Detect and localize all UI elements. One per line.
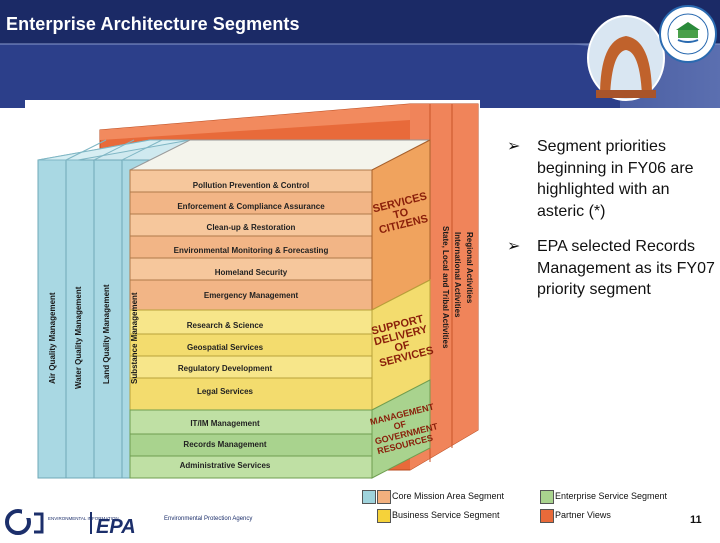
- footer-logo: ENVIRONMENTAL INFORMATION EPA Environmen…: [4, 504, 254, 538]
- legend-swatch-media: [362, 490, 376, 504]
- epa-footer-icon: ENVIRONMENTAL INFORMATION EPA Environmen…: [5, 509, 252, 538]
- segment-emergency-mgmt: Emergency Management: [203, 291, 299, 300]
- segment-env-monitoring: Environmental Monitoring & Forecasting: [173, 246, 329, 255]
- core-rows: [129, 169, 373, 311]
- media-water-quality: Water Quality Management: [74, 286, 83, 389]
- segment-legal: Legal Services: [196, 387, 254, 396]
- business-rows: [129, 309, 373, 411]
- media-air-quality: Air Quality Management: [48, 292, 57, 384]
- enterprise-rows: [129, 409, 373, 479]
- partner-international: International Activities: [453, 232, 462, 318]
- legend-swatch-partner: [540, 509, 554, 523]
- footer-env-info-text: ENVIRONMENTAL INFORMATION: [48, 516, 119, 521]
- legend-partner: Partner Views: [555, 510, 611, 520]
- legend-swatch-enterprise: [540, 490, 554, 504]
- arch-photo-icon: [587, 15, 665, 101]
- segment-itim: IT/IM Management: [190, 419, 260, 428]
- segment-records: Records Management: [183, 440, 267, 449]
- legend-swatch-core: [377, 490, 391, 504]
- legend-swatch-business: [377, 509, 391, 523]
- partner-state-local: State, Local and Tribal Activities: [441, 226, 450, 349]
- legend-business: Business Service Segment: [392, 510, 500, 520]
- legend-enterprise: Enterprise Service Segment: [555, 491, 668, 501]
- arrow-bullet-icon: ➢: [507, 238, 521, 255]
- footer-agency-text: Environmental Protection Agency: [164, 516, 252, 522]
- segment-homeland-security: Homeland Security: [214, 268, 288, 277]
- media-substance: Substance Management: [130, 292, 139, 384]
- media-land-quality: Land Quality Management: [102, 284, 111, 384]
- legend-core: Core Mission Area Segment: [392, 491, 505, 501]
- arrow-bullet-icon: ➢: [507, 138, 521, 155]
- segment-pollution-prevention: Pollution Prevention & Control: [192, 181, 310, 190]
- header-band: Enterprise Architecture Segments: [0, 0, 720, 108]
- footer-epa-text: EPA: [96, 516, 136, 538]
- page-number: 11: [690, 514, 702, 526]
- segment-geospatial: Geospatial Services: [186, 343, 264, 352]
- bullet-text-priorities: Segment priorities beginning in FY06 are…: [537, 138, 694, 220]
- partner-regional: Regional Activities: [465, 232, 474, 304]
- segment-regulatory: Regulatory Development: [177, 364, 273, 373]
- bullet-item: ➢ EPA selected Records Management as its…: [505, 236, 715, 301]
- segment-cleanup: Clean-up & Restoration: [206, 223, 296, 232]
- segment-admin: Administrative Services: [179, 461, 271, 470]
- bullet-text-records: EPA selected Records Management as its F…: [537, 238, 715, 298]
- page-title: Enterprise Architecture Segments: [6, 14, 300, 34]
- cube-side-face: [371, 139, 431, 479]
- bullet-item: ➢ Segment priorities beginning in FY06 a…: [505, 136, 715, 222]
- segment-research-science: Research & Science: [186, 321, 264, 330]
- bullet-list: ➢ Segment priorities beginning in FY06 a…: [505, 136, 715, 315]
- segment-enforcement: Enforcement & Compliance Assurance: [177, 202, 325, 211]
- epa-seal-icon: [659, 5, 717, 63]
